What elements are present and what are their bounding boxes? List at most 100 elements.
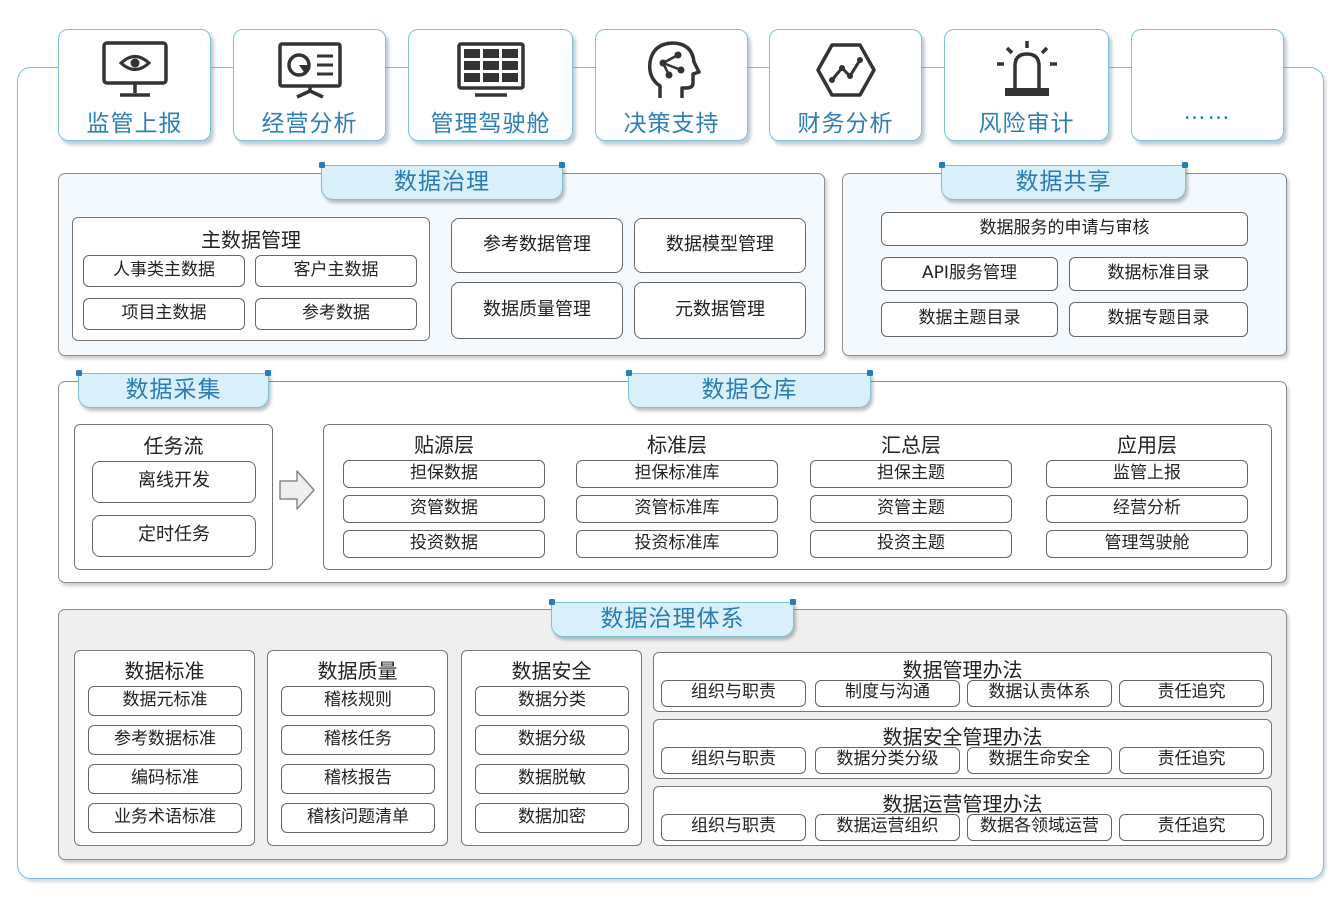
security-group: 数据安全 数据分类 数据分级 数据脱敏 数据加密 — [461, 650, 642, 846]
app-card-decision-support[interactable]: 决策支持 — [595, 29, 748, 141]
layer-title: 应用层 — [1117, 433, 1177, 457]
app-card-label: 经营分析 — [261, 111, 358, 137]
standard-item[interactable]: 编码标准 — [88, 764, 242, 794]
app-card-label: 财务分析 — [797, 111, 894, 137]
flow-arrow-icon — [279, 470, 315, 510]
layer-item[interactable]: 担保数据 — [343, 460, 545, 488]
layer-title: 贴源层 — [414, 433, 474, 457]
quality-item[interactable]: 稽核报告 — [281, 764, 435, 794]
master-data-item[interactable]: 客户主数据 — [255, 255, 417, 287]
layer-item[interactable]: 监管上报 — [1046, 460, 1248, 488]
master-data-title: 主数据管理 — [201, 228, 301, 252]
security-item[interactable]: 数据脱敏 — [475, 764, 629, 794]
policy-item[interactable]: 责任追究 — [1119, 680, 1264, 707]
layer-item[interactable]: 资管标准库 — [576, 495, 778, 523]
warehouse-group: 贴源层 标准层 汇总层 应用层 担保数据 资管数据 投资数据 担保标准库 资管标… — [323, 424, 1272, 570]
layer-item[interactable]: 经营分析 — [1046, 495, 1248, 523]
app-card-regulatory-report[interactable]: 监管上报 — [58, 29, 211, 141]
policy-management-group: 数据管理办法 组织与职责 制度与沟通 数据认责体系 责任追究 — [653, 652, 1272, 712]
security-title: 数据安全 — [511, 659, 592, 683]
data-sharing-panel: 数据服务的申请与审核 API服务管理 数据标准目录 数据主题目录 数据专题目录 — [842, 173, 1287, 356]
standard-item[interactable]: 数据元标准 — [88, 686, 242, 716]
app-card-more[interactable]: …… — [1131, 29, 1284, 141]
quality-item[interactable]: 稽核任务 — [281, 725, 435, 755]
policy-item[interactable]: 数据认责体系 — [967, 680, 1112, 707]
standard-item[interactable]: 参考数据标准 — [88, 725, 242, 755]
master-data-item[interactable]: 人事类主数据 — [83, 255, 245, 287]
governance-module[interactable]: 数据质量管理 — [451, 282, 623, 339]
data-sharing-title: 数据共享 — [939, 162, 1188, 200]
app-card-business-analysis[interactable]: 经营分析 — [233, 29, 386, 141]
governance-module[interactable]: 数据模型管理 — [634, 218, 806, 273]
quality-group: 数据质量 稽核规则 稽核任务 稽核报告 稽核问题清单 — [267, 650, 448, 846]
security-item[interactable]: 数据分类 — [475, 686, 629, 716]
layer-item[interactable]: 管理驾驶舱 — [1046, 530, 1248, 558]
governance-module[interactable]: 参考数据管理 — [451, 218, 623, 273]
task-flow-title: 任务流 — [143, 434, 204, 458]
policy-item[interactable]: 组织与职责 — [661, 680, 806, 707]
policy-item[interactable]: 组织与职责 — [661, 814, 806, 841]
data-collection-title: 数据采集 — [76, 370, 271, 408]
quality-title: 数据质量 — [317, 659, 398, 683]
master-data-item[interactable]: 项目主数据 — [83, 298, 245, 330]
policy-item[interactable]: 制度与沟通 — [815, 680, 960, 707]
governance-module[interactable]: 元数据管理 — [634, 282, 806, 339]
data-warehouse-title: 数据仓库 — [626, 370, 873, 408]
layer-item[interactable]: 投资主题 — [810, 530, 1012, 558]
task-flow-item[interactable]: 定时任务 — [92, 515, 256, 557]
layer-title: 汇总层 — [881, 433, 941, 457]
more-label: …… — [1183, 100, 1232, 125]
sharing-item[interactable]: API服务管理 — [881, 257, 1058, 291]
standard-item[interactable]: 业务术语标准 — [88, 803, 242, 833]
policy-item[interactable]: 数据运营组织 — [815, 814, 960, 841]
data-governance-panel: 主数据管理 人事类主数据 客户主数据 项目主数据 参考数据 参考数据管理 数据模… — [58, 173, 825, 356]
quality-item[interactable]: 稽核规则 — [281, 686, 435, 716]
app-card-financial-analysis[interactable]: 财务分析 — [769, 29, 922, 141]
layer-item[interactable]: 担保标准库 — [576, 460, 778, 488]
task-flow-group: 任务流 离线开发 定时任务 — [74, 424, 273, 570]
policy-item[interactable]: 数据生命安全 — [967, 747, 1112, 774]
alarm-light-icon — [945, 38, 1108, 102]
policy-operation-group: 数据运营管理办法 组织与职责 数据运营组织 数据各领域运营 责任追究 — [653, 786, 1272, 846]
sharing-item[interactable]: 数据标准目录 — [1069, 257, 1248, 291]
master-data-group: 主数据管理 人事类主数据 客户主数据 项目主数据 参考数据 — [72, 217, 430, 341]
layer-item[interactable]: 投资数据 — [343, 530, 545, 558]
layer-title: 标准层 — [647, 433, 707, 457]
app-card-label: 管理驾驶舱 — [430, 111, 551, 137]
quality-item[interactable]: 稽核问题清单 — [281, 803, 435, 833]
security-item[interactable]: 数据分级 — [475, 725, 629, 755]
standard-group: 数据标准 数据元标准 参考数据标准 编码标准 业务术语标准 — [74, 650, 255, 846]
sharing-item[interactable]: 数据服务的申请与审核 — [881, 212, 1248, 246]
monitor-eye-icon — [59, 38, 210, 102]
policy-title: 数据运营管理办法 — [882, 792, 1043, 816]
security-item[interactable]: 数据加密 — [475, 803, 629, 833]
policy-item[interactable]: 数据分类分级 — [815, 747, 960, 774]
policy-item[interactable]: 责任追究 — [1119, 814, 1264, 841]
app-card-label: 监管上报 — [86, 111, 183, 137]
policy-item[interactable]: 责任追究 — [1119, 747, 1264, 774]
head-network-icon — [596, 38, 747, 102]
layer-item[interactable]: 担保主题 — [810, 460, 1012, 488]
policy-item[interactable]: 组织与职责 — [661, 747, 806, 774]
policy-title: 数据安全管理办法 — [882, 725, 1043, 749]
presentation-chart-icon — [234, 38, 385, 102]
dashboard-grid-icon — [409, 38, 572, 102]
standard-title: 数据标准 — [124, 659, 205, 683]
sharing-item[interactable]: 数据专题目录 — [1069, 302, 1248, 337]
master-data-item[interactable]: 参考数据 — [255, 298, 417, 330]
policy-security-group: 数据安全管理办法 组织与职责 数据分类分级 数据生命安全 责任追究 — [653, 719, 1272, 779]
policy-title: 数据管理办法 — [902, 658, 1023, 682]
data-governance-title: 数据治理 — [319, 162, 565, 200]
layer-item[interactable]: 投资标准库 — [576, 530, 778, 558]
layer-item[interactable]: 资管数据 — [343, 495, 545, 523]
governance-system-panel: 数据标准 数据元标准 参考数据标准 编码标准 业务术语标准 数据质量 稽核规则 … — [58, 609, 1287, 860]
app-card-management-cockpit[interactable]: 管理驾驶舱 — [408, 29, 573, 141]
governance-system-title: 数据治理体系 — [549, 599, 796, 637]
hexagon-trend-icon — [770, 38, 921, 102]
policy-item[interactable]: 数据各领域运营 — [967, 814, 1112, 841]
task-flow-item[interactable]: 离线开发 — [92, 461, 256, 503]
sharing-item[interactable]: 数据主题目录 — [881, 302, 1058, 337]
layer-item[interactable]: 资管主题 — [810, 495, 1012, 523]
collection-warehouse-panel: 任务流 离线开发 定时任务 贴源层 标准层 汇总层 应用层 担保数据 资管数据 … — [58, 381, 1287, 583]
app-card-risk-audit[interactable]: 风险审计 — [944, 29, 1109, 141]
